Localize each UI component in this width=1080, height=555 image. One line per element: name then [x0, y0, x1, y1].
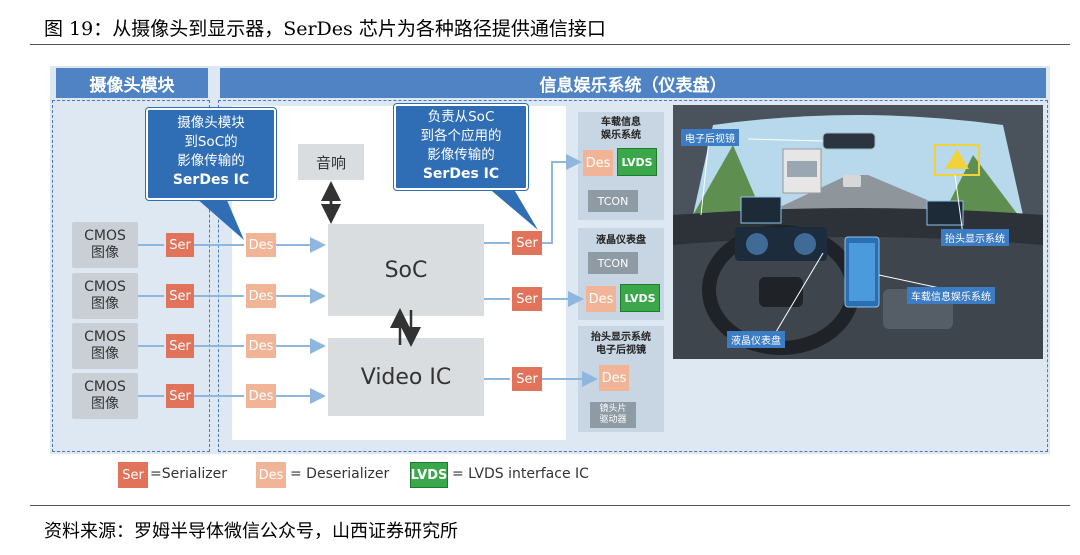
legend-lvds-text: = LVDS interface IC	[452, 466, 589, 482]
camera-module-header: 摄像头模块	[56, 68, 208, 98]
panel-infotainment-line1: 车载信息	[601, 117, 641, 128]
display-deserializer-infotainment: Des	[583, 150, 613, 176]
input-deserializer-2: Des	[246, 284, 276, 308]
input-deserializer-4: Des	[246, 384, 276, 408]
cockpit-illustration	[673, 105, 1043, 359]
display-deserializer-cluster: Des	[586, 286, 616, 312]
panel-infotainment-label: 车载信息 娱乐系统	[578, 116, 664, 142]
camera-callout-line3: 影像传输的	[177, 153, 245, 169]
photo-label-infotainment: 车载信息娱乐系统	[907, 287, 995, 304]
soc-callout-line2: 到各个应用的	[420, 128, 502, 144]
camera-serializer-3: Ser	[166, 334, 194, 358]
soc-serdes-callout: 负责从SoC 到各个应用的 影像传输的 SerDes IC	[394, 104, 528, 190]
photo-label-rear-mirror: 电子后视镜	[681, 129, 739, 146]
camera-callout-line1: 摄像头模块	[177, 115, 245, 131]
cmos-sensor-4: CMOS 图像	[72, 373, 138, 419]
tcon-chip-infotainment: TCON	[588, 190, 638, 212]
camera-serializer-4: Ser	[166, 384, 194, 408]
video-ic-block: Video IC	[328, 338, 484, 416]
mirror-driver-line2: 驱动器	[599, 415, 627, 425]
cmos-sensor-1-top: CMOS	[84, 228, 126, 244]
camera-module-dashed-frame	[52, 100, 210, 452]
top-rule	[30, 44, 1070, 45]
cmos-sensor-3: CMOS 图像	[72, 323, 138, 369]
figure-source: 资料来源：罗姆半导体微信公众号，山西证券研究所	[44, 521, 458, 542]
legend-des-text: = Deserializer	[290, 466, 390, 482]
output-serializer-3: Ser	[512, 367, 542, 391]
car-cockpit-image: 电子后视镜 抬头显示系统 车载信息娱乐系统 液晶仪表盘	[673, 105, 1043, 359]
input-deserializer-1: Des	[246, 233, 276, 257]
cmos-sensor-2: CMOS 图像	[72, 273, 138, 319]
cmos-sensor-1-bottom: 图像	[91, 245, 119, 261]
photo-label-cluster: 液晶仪表盘	[727, 331, 785, 348]
infotainment-dashed-frame	[218, 100, 1048, 452]
panel-hud-line2: 电子后视镜	[596, 345, 646, 356]
panel-infotainment-line2: 娱乐系统	[601, 130, 641, 141]
cmos-sensor-4-bottom: 图像	[91, 396, 119, 412]
tcon-chip-cluster: TCON	[588, 252, 638, 274]
soc-callout-line1: 负责从SoC	[427, 109, 495, 125]
legend-des-chip: Des	[256, 462, 286, 488]
camera-serdes-callout: 摄像头模块 到SoC的 影像传输的 SerDes IC	[146, 108, 276, 200]
cmos-sensor-1: CMOS 图像	[72, 222, 138, 268]
cmos-sensor-4-top: CMOS	[84, 379, 126, 395]
output-serializer-2: Ser	[512, 287, 542, 311]
audio-block: 音响	[298, 144, 364, 180]
mirror-driver-chip: 镜头片 驱动器	[590, 402, 636, 428]
soc-callout-bold: SerDes IC	[422, 166, 500, 182]
camera-serializer-1: Ser	[166, 233, 194, 257]
lvds-chip-infotainment: LVDS	[617, 148, 657, 176]
panel-hud-label: 抬头显示系统 电子后视镜	[578, 331, 664, 357]
soc-block: SoC	[328, 224, 484, 316]
infotainment-header: 信息娱乐系统（仪表盘）	[220, 68, 1046, 98]
legend-ser-text: =Serializer	[150, 466, 227, 482]
camera-callout-bold: SerDes IC	[172, 172, 250, 188]
photo-label-hud: 抬头显示系统	[941, 229, 1009, 246]
output-serializer-1: Ser	[512, 231, 542, 255]
input-deserializer-3: Des	[246, 334, 276, 358]
soc-callout-line3: 影像传输的	[427, 147, 495, 163]
figure-title: 图 19：从摄像头到显示器，SerDes 芯片为各种路径提供通信接口	[44, 18, 606, 40]
camera-callout-line2: 到SoC的	[184, 134, 238, 150]
panel-hud-line1: 抬头显示系统	[591, 332, 651, 343]
cmos-sensor-2-bottom: 图像	[91, 296, 119, 312]
bottom-rule	[30, 505, 1070, 506]
camera-serializer-2: Ser	[166, 284, 194, 308]
mirror-driver-line1: 镜头片	[599, 404, 627, 414]
legend-ser-chip: Ser	[118, 462, 148, 488]
display-deserializer-hud: Des	[599, 365, 629, 391]
legend-lvds-chip: LVDS	[410, 462, 448, 488]
panel-cluster-label: 液晶仪表盘	[596, 235, 646, 246]
cmos-sensor-3-top: CMOS	[84, 329, 126, 345]
lvds-chip-cluster: LVDS	[620, 284, 660, 312]
cmos-sensor-2-top: CMOS	[84, 279, 126, 295]
cmos-sensor-3-bottom: 图像	[91, 346, 119, 362]
